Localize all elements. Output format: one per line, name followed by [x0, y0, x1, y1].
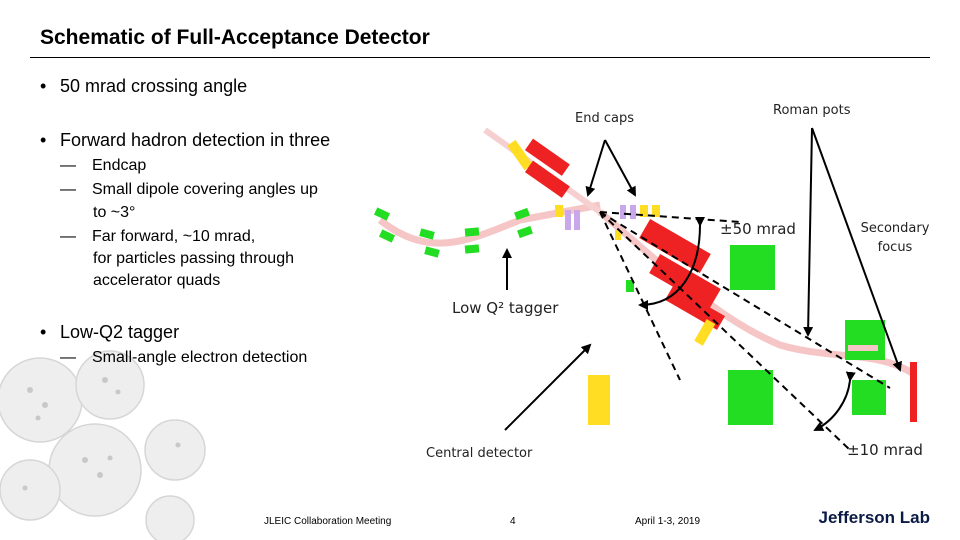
- slide-title: Schematic of Full-Acceptance Detector: [40, 26, 430, 49]
- sub-item-far-forward: — Far forward, ~10 mrad,: [60, 226, 255, 248]
- sub-dash: —: [60, 228, 76, 245]
- sub-item-endcap: — Endcap: [60, 155, 146, 177]
- secondary-focus-label: Secondary focus: [855, 221, 935, 255]
- sub-text: Endcap: [92, 157, 147, 174]
- electron-beam-line: [377, 201, 601, 247]
- sub-item-dipole: — Small dipole covering angles up: [60, 179, 318, 201]
- roman-pot-box: [848, 345, 878, 351]
- left-quadrupoles: [373, 207, 533, 258]
- sub-dash: —: [60, 349, 76, 366]
- pointer-arrows: [502, 127, 902, 431]
- jefferson-lab-logo: Jefferson Lab: [819, 508, 930, 528]
- upper-red-magnet: [507, 138, 570, 198]
- sub-text: Far forward, ~10 mrad,: [92, 228, 256, 245]
- bullet-crossing-angle: • 50 mrad crossing angle: [40, 76, 247, 97]
- bullet-forward-hadron: • Forward hadron detection in three: [40, 130, 330, 151]
- low-q2-tagger-detector: [588, 375, 610, 425]
- decorative-bubbles-image: [0, 350, 206, 540]
- sub-item-far-forward-cont2: accelerator quads: [93, 272, 221, 289]
- bullet-dot: •: [40, 130, 47, 150]
- sub-item-far-forward-cont: for particles passing through: [93, 250, 294, 267]
- title-underline: [30, 57, 930, 58]
- angle-arc-10mrad: [813, 371, 856, 431]
- secondary-focus-line2: focus: [877, 240, 913, 255]
- acceptance-dashed-lines: [599, 211, 891, 451]
- footer-page-number: 4: [510, 516, 516, 527]
- bullet-text: Low-Q2 tagger: [60, 322, 180, 342]
- angle-10-mrad-label: ±10 mrad: [847, 441, 923, 459]
- end-caps-label: End caps: [575, 111, 634, 126]
- central-detector-label: Central detector: [426, 446, 533, 461]
- sub-item-small-angle: — Small-angle electron detection: [60, 347, 307, 369]
- low-q2-tagger-label: Low Q² tagger: [452, 299, 559, 317]
- footer-meeting: JLEIC Collaboration Meeting: [264, 516, 392, 527]
- bullet-text: 50 mrad crossing angle: [60, 76, 248, 96]
- sub-dash: —: [60, 157, 76, 174]
- bullet-low-q2: • Low-Q2 tagger: [40, 322, 179, 343]
- sub-item-dipole-cont: to ~3°: [93, 204, 136, 221]
- forward-red-magnets: [626, 218, 725, 346]
- bullet-dot: •: [40, 76, 47, 96]
- footer-date: April 1-3, 2019: [635, 516, 701, 527]
- sub-text: Small dipole covering angles up: [92, 181, 318, 198]
- roman-pots-detector: [910, 362, 917, 422]
- angle-50-mrad-label: ±50 mrad: [720, 220, 796, 238]
- logo-text: Jefferson Lab: [818, 508, 930, 527]
- angle-arc-50mrad: [638, 216, 706, 310]
- green-forward-detectors: [728, 245, 886, 425]
- end-cap-detectors: [555, 205, 660, 240]
- bullet-text: Forward hadron detection in three: [60, 130, 331, 150]
- bullet-dot: •: [40, 322, 47, 342]
- secondary-focus-line1: Secondary: [860, 221, 930, 236]
- sub-dash: —: [60, 181, 76, 198]
- roman-pots-label: Roman pots: [773, 103, 851, 118]
- sub-text: Small-angle electron detection: [92, 349, 308, 366]
